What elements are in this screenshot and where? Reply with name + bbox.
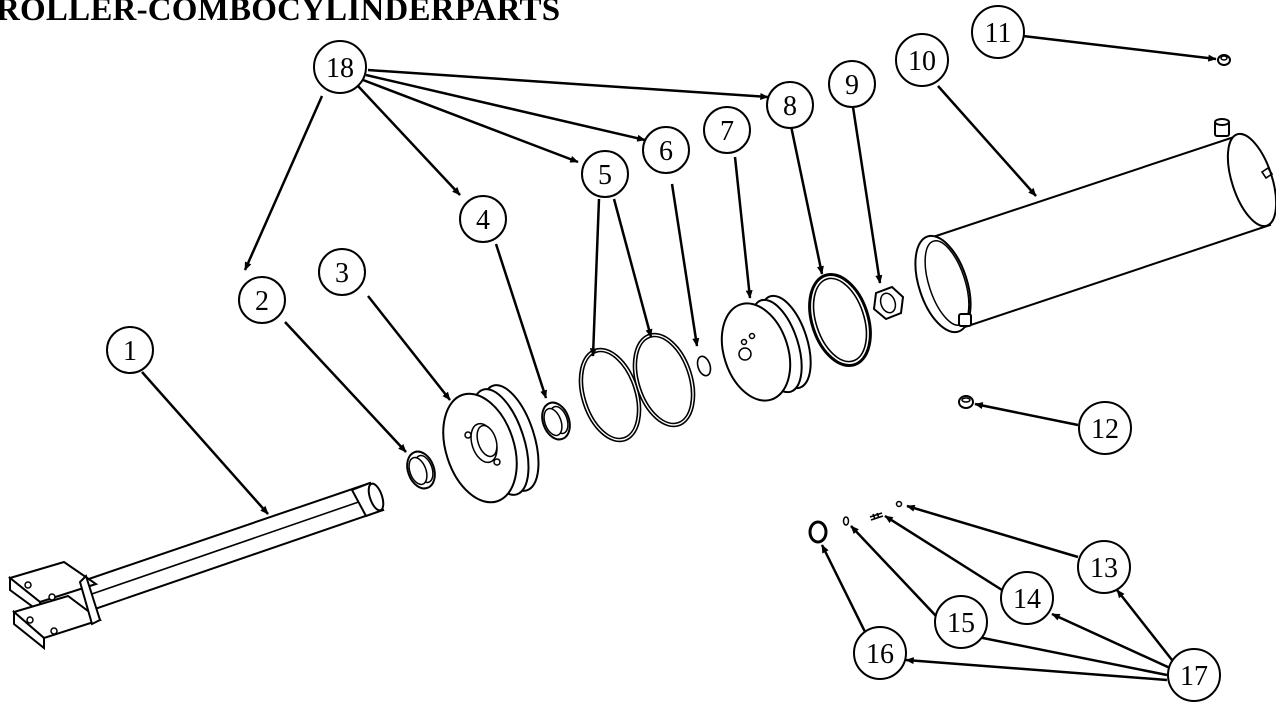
svg-text:8: 8 — [783, 91, 797, 122]
callout-6: 6 — [642, 126, 690, 174]
svg-text:11: 11 — [985, 18, 1012, 49]
callout-15: 15 — [934, 595, 988, 649]
part-15-washer — [842, 516, 850, 526]
part-11-fitting — [1217, 54, 1231, 66]
callout-7: 7 — [703, 106, 751, 154]
callout-12: 12 — [1078, 401, 1132, 455]
callout-2: 2 — [238, 276, 286, 324]
svg-text:16: 16 — [866, 639, 894, 670]
leader-lines — [141, 34, 1217, 682]
callout-13: 13 — [1077, 540, 1131, 594]
part-3-gland — [442, 384, 540, 504]
callout-14: 14 — [1000, 571, 1054, 625]
part-1-rod-clevis — [7, 481, 385, 651]
callout-5: 5 — [581, 150, 629, 198]
part-7-piston — [720, 294, 812, 402]
svg-text:3: 3 — [335, 258, 349, 289]
callout-3: 3 — [318, 248, 366, 296]
part-13-ball — [895, 500, 903, 508]
callout-18: 18 — [313, 40, 367, 94]
svg-text:12: 12 — [1091, 414, 1119, 445]
diagram-title: ROLLER-COMBOCYLINDERPARTS — [0, 0, 561, 28]
callout-11: 11 — [971, 5, 1025, 59]
part-12-fitting — [958, 395, 974, 409]
part-4-seal — [541, 401, 571, 441]
svg-text:2: 2 — [255, 286, 269, 317]
svg-text:7: 7 — [720, 116, 734, 147]
svg-text:4: 4 — [476, 205, 490, 236]
svg-text:17: 17 — [1180, 661, 1208, 692]
part-16-plug — [808, 520, 828, 544]
callout-17: 17 — [1167, 648, 1221, 702]
callout-4: 4 — [459, 195, 507, 243]
svg-text:6: 6 — [659, 136, 673, 167]
callout-10: 10 — [895, 33, 949, 87]
callout-16: 16 — [853, 626, 907, 680]
part-10-barrel — [914, 118, 1276, 334]
svg-text:1: 1 — [123, 336, 137, 367]
svg-text:5: 5 — [598, 160, 612, 191]
svg-text:18: 18 — [326, 53, 354, 84]
part-2-seal — [406, 450, 436, 490]
part-6-o-ring — [696, 355, 712, 377]
part-9-nut — [872, 285, 905, 321]
svg-text:10: 10 — [908, 46, 936, 77]
callout-9: 9 — [828, 60, 876, 108]
svg-text:15: 15 — [947, 608, 975, 639]
svg-text:13: 13 — [1090, 553, 1118, 584]
svg-text:14: 14 — [1013, 584, 1041, 615]
part-8-o-ring — [808, 272, 872, 368]
callout-1: 1 — [106, 326, 154, 374]
part-14-spring — [869, 512, 884, 521]
svg-text:9: 9 — [845, 70, 859, 101]
callout-8: 8 — [766, 81, 814, 129]
part-5-o-rings — [578, 332, 696, 443]
